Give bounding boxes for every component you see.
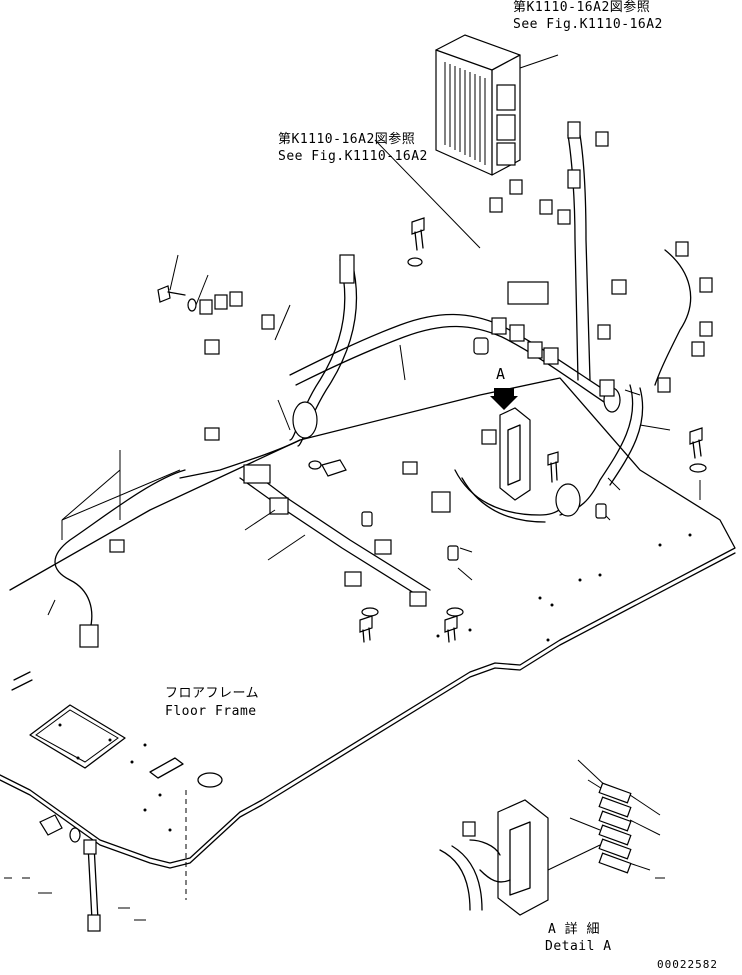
detail-a-connectors (598, 782, 632, 874)
drawing-number: 00022582 (657, 958, 718, 971)
detail-marker-label: A (496, 365, 506, 383)
middle-ref-jp: 第K1110-16A2図参照 (278, 132, 416, 147)
floor-frame-plate (0, 377, 736, 869)
detail-a-title-jp: A 詳 細 (548, 922, 600, 937)
detail-a-title-en: Detail A (545, 939, 612, 954)
floor-frame-en: Floor Frame (165, 704, 257, 719)
bolts (39, 217, 707, 843)
controller-unit (435, 34, 521, 176)
detail-a-view (439, 759, 661, 916)
top-right-ref-en: See Fig.K1110-16A2 (513, 17, 663, 32)
main-harness (4, 54, 713, 932)
top-right-ref-jp: 第K1110-16A2図参照 (513, 0, 651, 15)
middle-ref-en: See Fig.K1110-16A2 (278, 149, 428, 164)
floor-frame-jp: フロアフレーム (165, 686, 260, 701)
